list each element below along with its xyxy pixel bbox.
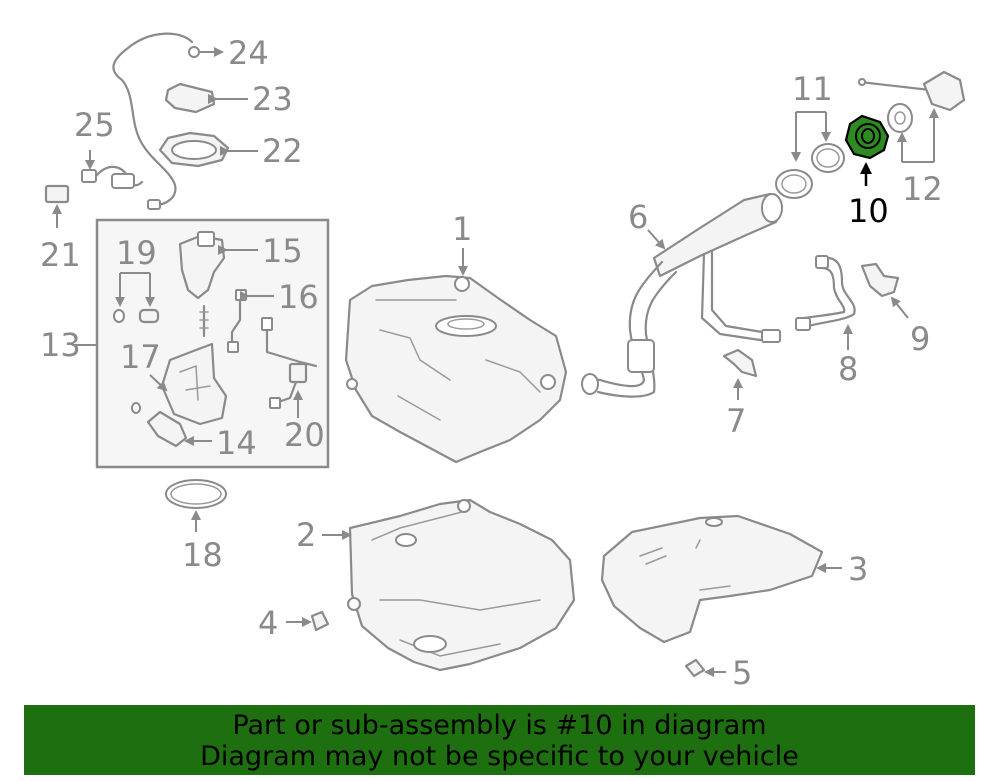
callout-4: 4	[258, 604, 278, 642]
callout-1: 1	[452, 210, 472, 248]
part-10-highlighted-ring	[844, 114, 890, 186]
part-25-harness	[81, 150, 144, 189]
callout-12: 12	[902, 170, 943, 208]
callout-13: 13	[40, 326, 81, 364]
part-8-vent-hose	[795, 255, 856, 350]
part-2-skid-plate	[322, 498, 576, 672]
callout-labels: 1 2 3 4 5 6 7 8 9 10 11 12 13 14 15 16 1…	[40, 34, 943, 692]
info-banner: Part or sub-assembly is #10 in diagram D…	[24, 705, 975, 775]
part-11-gaskets	[775, 111, 845, 199]
callout-22: 22	[262, 132, 303, 170]
callout-19: 19	[116, 234, 157, 272]
part-18-gasket	[165, 479, 227, 532]
part-19-filter	[113, 272, 160, 324]
callout-10-highlighted: 10	[848, 192, 889, 230]
part-1-fuel-tank	[344, 248, 568, 464]
callout-2: 2	[296, 516, 316, 554]
callout-9: 9	[910, 320, 930, 358]
callout-8: 8	[838, 350, 858, 388]
part-16-sensor	[199, 289, 274, 353]
part-9-bracket	[860, 262, 909, 319]
callout-25: 25	[74, 106, 115, 144]
part-12-fuel-cap	[858, 70, 966, 163]
callout-17: 17	[120, 338, 161, 376]
callout-11: 11	[792, 70, 833, 108]
part-15-pump-module	[178, 231, 258, 300]
part-21-connector	[44, 184, 70, 228]
part-3-heat-shield	[600, 514, 842, 644]
part-6-filler-pipe	[581, 192, 784, 398]
part-20-harness	[261, 317, 318, 418]
callout-18: 18	[182, 536, 223, 574]
part-17-reservoir	[149, 342, 228, 426]
callout-6: 6	[628, 198, 648, 236]
part-7-clip	[722, 348, 758, 400]
callout-23: 23	[252, 80, 293, 118]
part-22-lock-ring	[158, 131, 258, 168]
part-5-clip	[684, 658, 726, 678]
part-23-bracket	[164, 82, 248, 114]
callout-7: 7	[726, 402, 746, 440]
part-14-regulator	[131, 402, 212, 448]
callout-15: 15	[262, 232, 303, 270]
callout-3: 3	[848, 550, 868, 588]
banner-line-1: Part or sub-assembly is #10 in diagram	[232, 710, 767, 741]
callout-5: 5	[732, 654, 752, 692]
callout-20: 20	[284, 416, 325, 454]
callout-24: 24	[228, 34, 269, 72]
part-4-clip	[286, 610, 330, 632]
part-24-vapor-line	[112, 32, 224, 210]
callout-16: 16	[278, 278, 319, 316]
banner-line-2: Diagram may not be specific to your vehi…	[200, 741, 799, 772]
callout-21: 21	[40, 236, 81, 274]
callout-14: 14	[216, 424, 257, 462]
parts-diagram: 1 2 3 4 5 6 7 8 9 10 11 12 13 14 15 16 1…	[40, 32, 966, 692]
